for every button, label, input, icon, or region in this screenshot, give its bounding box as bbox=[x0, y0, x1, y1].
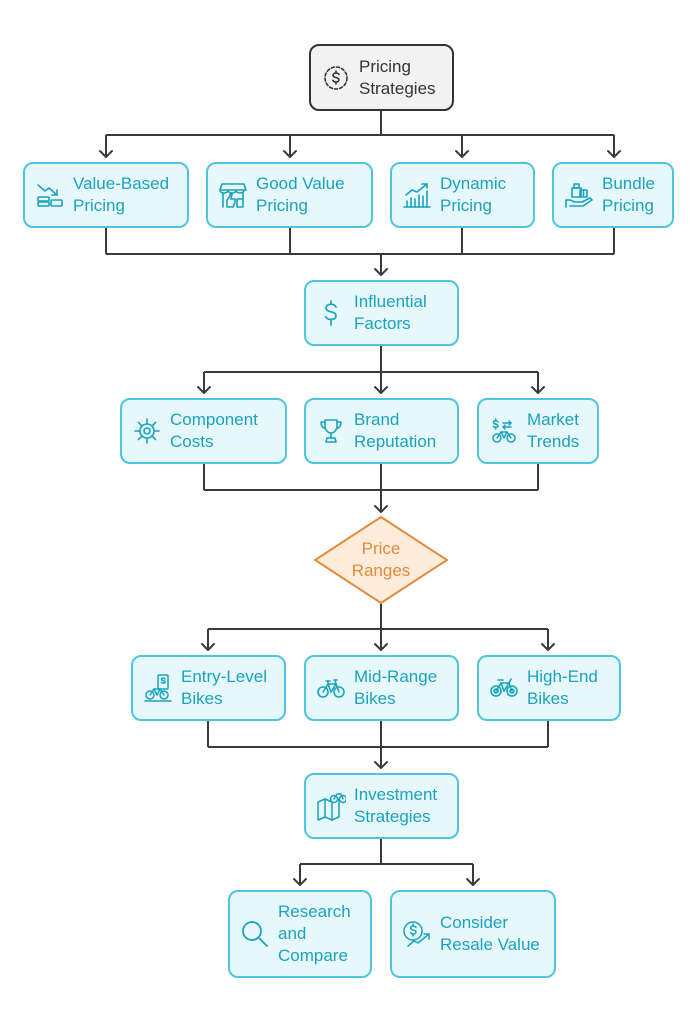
bundle-pricing-node: Bundle Pricing bbox=[552, 162, 674, 228]
mid-range-bikes-label: Mid-Range Bikes bbox=[354, 667, 438, 708]
money-down-icon bbox=[35, 180, 65, 210]
good-value-pricing-node: Good Value Pricing bbox=[206, 162, 373, 228]
brand-reputation-label: Brand Reputation bbox=[354, 410, 437, 451]
consider-resale-value-node: Consider Resale Value bbox=[390, 890, 556, 978]
high-end-bikes-label: High-End Bikes bbox=[527, 667, 598, 708]
entry-level-bikes-node: Entry-Level Bikes bbox=[131, 655, 286, 721]
bicycle-icon bbox=[316, 673, 346, 703]
premium-bike-icon bbox=[489, 673, 519, 703]
entry-level-bikes-label: Entry-Level Bikes bbox=[181, 667, 267, 708]
price-ranges-decision-node: Price Ranges bbox=[314, 516, 448, 604]
high-end-bikes-node: High-End Bikes bbox=[477, 655, 621, 721]
good-value-pricing-label: Good Value Pricing bbox=[256, 174, 345, 215]
pricing-strategies-node: Pricing Strategies bbox=[309, 44, 454, 111]
investment-strategies-node: Investment Strategies bbox=[304, 773, 459, 839]
gear-icon bbox=[132, 416, 162, 446]
investment-strategies-label: Investment Strategies bbox=[354, 785, 438, 826]
dynamic-pricing-node: Dynamic Pricing bbox=[390, 162, 535, 228]
bundle-pricing-label: Bundle Pricing bbox=[602, 174, 655, 215]
bike-tag-icon bbox=[143, 673, 173, 703]
influential-factors-label: Influential Factors bbox=[354, 292, 427, 333]
value-based-pricing-label: Value-Based Pricing bbox=[73, 174, 170, 215]
consider-resale-value-label: Consider Resale Value bbox=[440, 913, 540, 954]
price-ranges-label: Price Ranges bbox=[351, 539, 411, 580]
influential-factors-node: Influential Factors bbox=[304, 280, 459, 346]
bar-chart-trend-icon bbox=[402, 180, 432, 210]
magnifier-icon bbox=[240, 919, 270, 949]
bike-map-icon bbox=[316, 791, 346, 821]
brand-reputation-node: Brand Reputation bbox=[304, 398, 459, 464]
dollar-growth-icon bbox=[402, 919, 432, 949]
research-compare-node: Research and Compare bbox=[228, 890, 372, 978]
dollar-sign-icon bbox=[316, 298, 346, 328]
component-costs-label: Component Costs bbox=[170, 410, 258, 451]
market-trends-node: Market Trends bbox=[477, 398, 599, 464]
pricing-strategies-label: Pricing Strategies bbox=[359, 56, 436, 98]
trophy-icon bbox=[316, 416, 346, 446]
store-thumbs-up-icon bbox=[218, 180, 248, 210]
dollar-circle-icon bbox=[321, 63, 351, 93]
bike-dollar-icon bbox=[489, 416, 519, 446]
bundle-hand-icon bbox=[564, 180, 594, 210]
component-costs-node: Component Costs bbox=[120, 398, 287, 464]
diamond-shape bbox=[314, 516, 448, 604]
value-based-pricing-node: Value-Based Pricing bbox=[23, 162, 189, 228]
market-trends-label: Market Trends bbox=[527, 410, 580, 451]
mid-range-bikes-node: Mid-Range Bikes bbox=[304, 655, 459, 721]
research-compare-label: Research and Compare bbox=[278, 902, 351, 965]
dynamic-pricing-label: Dynamic Pricing bbox=[440, 174, 507, 215]
